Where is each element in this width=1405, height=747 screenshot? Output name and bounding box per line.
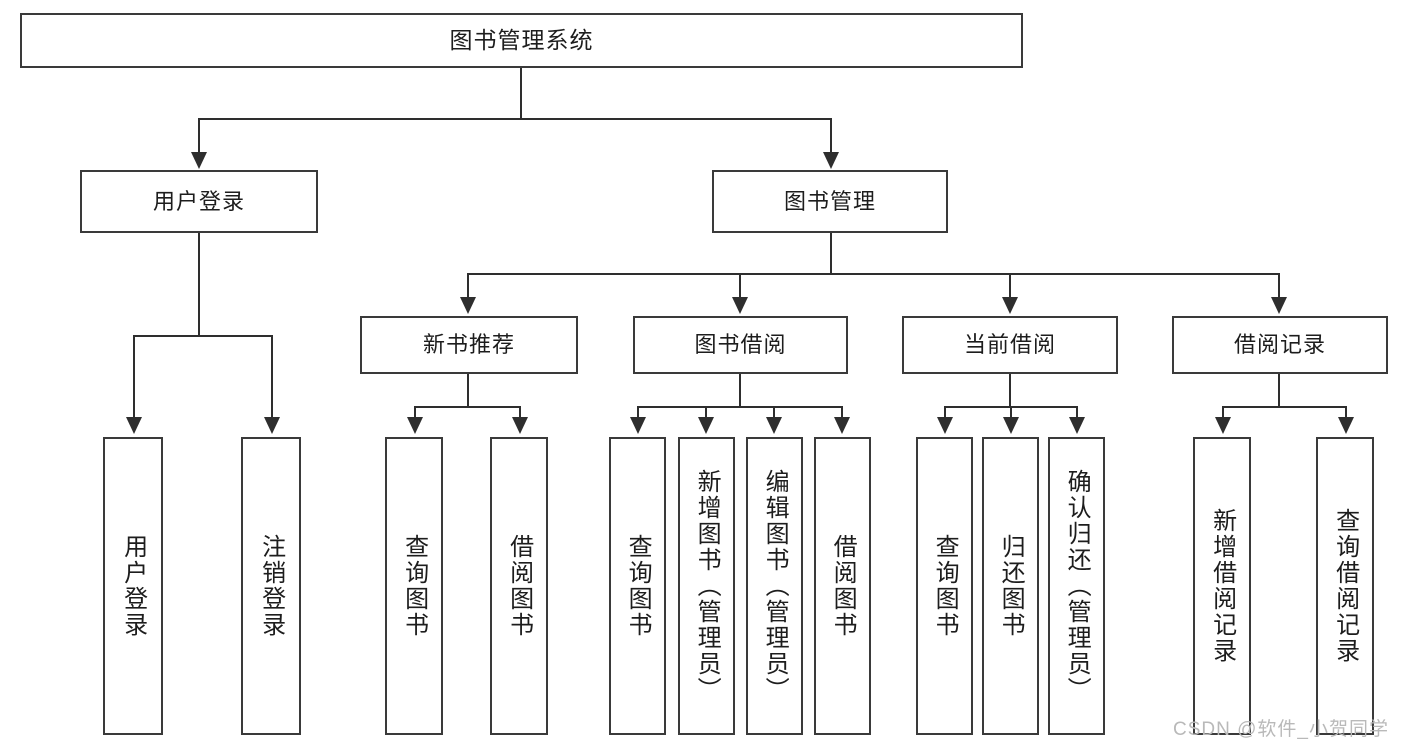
node-label: 编辑图书（管理员） bbox=[761, 469, 789, 703]
node-label: 查询借阅记录 bbox=[1331, 508, 1359, 664]
arrow-nbr-leaf1 bbox=[407, 417, 423, 434]
node-new-book-recommend[interactable]: 新书推荐 bbox=[360, 316, 578, 374]
arrow-to-current-borrow bbox=[1002, 297, 1018, 314]
arrow-cb-leaf2 bbox=[1003, 417, 1019, 434]
connector-to-new-book-recommend bbox=[467, 273, 469, 299]
connector-nbr-leaf1 bbox=[414, 406, 416, 419]
arrow-cb-leaf1 bbox=[937, 417, 953, 434]
node-label: 新增图书（管理员） bbox=[693, 469, 721, 703]
node-borrow-record[interactable]: 借阅记录 bbox=[1172, 316, 1388, 374]
node-book-management[interactable]: 图书管理 bbox=[712, 170, 948, 233]
connector-root-to-book-manage bbox=[830, 118, 832, 154]
connector-to-book-borrow bbox=[739, 273, 741, 299]
arrow-nbr-leaf2 bbox=[512, 417, 528, 434]
node-label: 图书管理 bbox=[783, 188, 876, 214]
connector-cb-leaf3 bbox=[1076, 406, 1078, 419]
connector-bb-leaf3 bbox=[773, 406, 775, 419]
connector-user-login-leaf1 bbox=[133, 335, 135, 419]
node-label: 查询图书 bbox=[400, 534, 428, 638]
arrow-bb-leaf1 bbox=[630, 417, 646, 434]
node-current-borrow[interactable]: 当前借阅 bbox=[902, 316, 1118, 374]
connector-root-bus bbox=[198, 118, 832, 120]
node-user-login[interactable]: 用户登录 bbox=[80, 170, 318, 233]
connector-nbr-leaf2 bbox=[519, 406, 521, 419]
arrow-bb-leaf2 bbox=[698, 417, 714, 434]
node-label: 当前借阅 bbox=[963, 332, 1056, 358]
arrow-to-borrow-record bbox=[1271, 297, 1287, 314]
arrow-bb-leaf3 bbox=[766, 417, 782, 434]
node-label: 图书借阅 bbox=[694, 332, 787, 358]
arrow-user-login-leaf2 bbox=[264, 417, 280, 434]
connector-root-drop bbox=[520, 68, 522, 120]
arrow-cb-leaf3 bbox=[1069, 417, 1085, 434]
node-label: 图书管理系统 bbox=[449, 27, 594, 54]
arrow-to-book-borrow bbox=[732, 297, 748, 314]
node-leaf-br-add-record[interactable]: 新增借阅记录 bbox=[1193, 437, 1251, 735]
connector-bb-leaf1 bbox=[637, 406, 639, 419]
node-label: 新增借阅记录 bbox=[1208, 508, 1236, 664]
arrow-br-leaf2 bbox=[1338, 417, 1354, 434]
connector-bb-bus bbox=[637, 406, 842, 408]
connector-user-login-bus bbox=[133, 335, 272, 337]
node-label: 借阅图书 bbox=[505, 534, 533, 638]
connector-cb-leaf1 bbox=[944, 406, 946, 419]
connector-to-borrow-record bbox=[1278, 273, 1280, 299]
node-label: 注销登录 bbox=[257, 534, 285, 638]
connector-nbr-bus bbox=[414, 406, 520, 408]
connector-user-login-leaf2 bbox=[271, 335, 273, 419]
node-label: 借阅图书 bbox=[829, 534, 857, 638]
node-leaf-bb-edit-book[interactable]: 编辑图书（管理员） bbox=[746, 437, 803, 735]
node-leaf-nbr-query-book[interactable]: 查询图书 bbox=[385, 437, 443, 735]
node-book-borrow[interactable]: 图书借阅 bbox=[633, 316, 848, 374]
connector-user-login-drop bbox=[198, 233, 200, 335]
node-label: 借阅记录 bbox=[1233, 332, 1326, 358]
arrow-root-to-user-login bbox=[191, 152, 207, 169]
arrow-user-login-leaf1 bbox=[126, 417, 142, 434]
node-leaf-bb-borrow-book[interactable]: 借阅图书 bbox=[814, 437, 871, 735]
connector-br-leaf2 bbox=[1345, 406, 1347, 419]
node-label: 确认归还（管理员） bbox=[1063, 469, 1091, 703]
connector-br-leaf1 bbox=[1222, 406, 1224, 419]
arrow-br-leaf1 bbox=[1215, 417, 1231, 434]
node-leaf-bb-add-book[interactable]: 新增图书（管理员） bbox=[678, 437, 735, 735]
node-leaf-cb-return-book[interactable]: 归还图书 bbox=[982, 437, 1039, 735]
connector-cb-leaf2 bbox=[1010, 406, 1012, 419]
node-leaf-cb-query-book[interactable]: 查询图书 bbox=[916, 437, 973, 735]
connector-to-current-borrow bbox=[1009, 273, 1011, 299]
node-leaf-br-query-record[interactable]: 查询借阅记录 bbox=[1316, 437, 1374, 735]
node-leaf-cb-confirm-return[interactable]: 确认归还（管理员） bbox=[1048, 437, 1105, 735]
node-leaf-bb-query-book[interactable]: 查询图书 bbox=[609, 437, 666, 735]
node-label: 用户登录 bbox=[152, 188, 245, 214]
connector-bb-drop bbox=[739, 374, 741, 408]
connector-br-bus bbox=[1222, 406, 1346, 408]
connector-cb-drop bbox=[1009, 374, 1011, 408]
node-label: 查询图书 bbox=[931, 534, 959, 638]
arrow-to-new-book-recommend bbox=[460, 297, 476, 314]
connector-nbr-drop bbox=[467, 374, 469, 408]
arrow-root-to-book-manage bbox=[823, 152, 839, 169]
node-root-book-management-system[interactable]: 图书管理系统 bbox=[20, 13, 1023, 68]
node-leaf-user-logout[interactable]: 注销登录 bbox=[241, 437, 301, 735]
node-label: 新书推荐 bbox=[422, 332, 515, 358]
connector-br-drop bbox=[1278, 374, 1280, 408]
connector-level2-bus bbox=[467, 273, 1279, 275]
connector-root-to-user-login bbox=[198, 118, 200, 154]
node-label: 用户登录 bbox=[119, 534, 147, 638]
node-label: 查询图书 bbox=[624, 534, 652, 638]
connector-book-manage-drop bbox=[830, 233, 832, 275]
connector-bb-leaf4 bbox=[841, 406, 843, 419]
arrow-bb-leaf4 bbox=[834, 417, 850, 434]
node-leaf-user-login[interactable]: 用户登录 bbox=[103, 437, 163, 735]
node-label: 归还图书 bbox=[997, 534, 1025, 638]
connector-bb-leaf2 bbox=[705, 406, 707, 419]
node-leaf-nbr-borrow-book[interactable]: 借阅图书 bbox=[490, 437, 548, 735]
